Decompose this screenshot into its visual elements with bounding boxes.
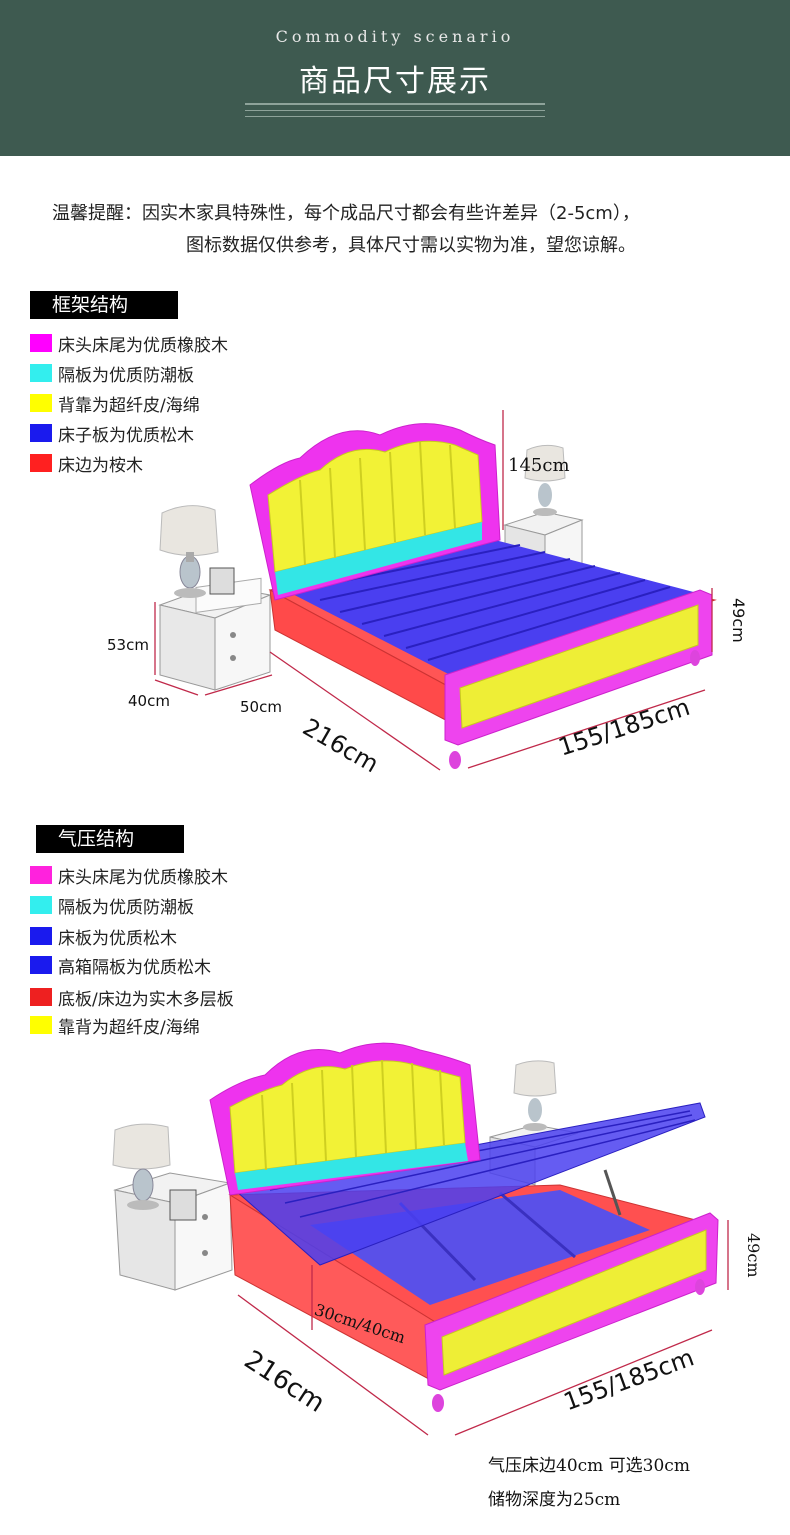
header-title: 商品尺寸展示 (299, 64, 491, 99)
gas-lift-bed-illustration (112, 1042, 729, 1436)
legend-item: 床边为桉木 (30, 452, 143, 476)
headboard-panel (275, 522, 482, 595)
lamp-right (524, 444, 566, 516)
section-title-gas: 气压结构 (36, 825, 184, 853)
notice-line-1: 温馨提醒：因实木家具特殊性，每个成品尺寸都会有些许差异（2-5cm）， (52, 203, 640, 224)
headboard-cushion (267, 440, 483, 573)
color-swatch (30, 364, 52, 382)
dim-height: 145cm (508, 455, 570, 476)
legend-item: 床头床尾为优质橡胶木 (30, 864, 228, 888)
color-swatch (30, 424, 52, 442)
color-swatch (30, 1016, 52, 1034)
legend-label: 高箱隔板为优质松木 (58, 957, 211, 978)
legend-label: 隔板为优质防潮板 (58, 365, 194, 386)
lamp-left (159, 505, 235, 598)
legend-item: 床头床尾为优质橡胶木 (30, 332, 228, 356)
legend-item: 背靠为超纤皮/海绵 (30, 392, 200, 416)
dimension-lines (154, 410, 713, 771)
color-swatch (30, 454, 52, 472)
legend-item: 隔板为优质防潮板 (30, 362, 194, 386)
color-swatch (30, 927, 52, 945)
color-swatch (30, 334, 52, 352)
color-swatch (30, 896, 52, 914)
note-storage-depth: 储物深度为25cm (488, 1490, 621, 1510)
legend-item: 高箱隔板为优质松木 (30, 954, 211, 978)
lamp-left (112, 1123, 197, 1221)
headboard-cushion (229, 1060, 466, 1174)
legend-label: 靠背为超纤皮/海绵 (58, 1017, 200, 1038)
legend-label: 背靠为超纤皮/海绵 (58, 395, 200, 416)
header-divider (245, 116, 545, 117)
gas-strut (603, 1169, 622, 1216)
headboard-panel (235, 1143, 468, 1190)
legend-item: 靠背为超纤皮/海绵 (30, 1014, 200, 1038)
dim-footboard-height: 49cm (729, 598, 748, 643)
legend-label: 床头床尾为优质橡胶木 (58, 867, 228, 888)
legend-label: 床板为优质松木 (58, 928, 177, 949)
header-divider (245, 110, 545, 111)
color-swatch (30, 394, 52, 412)
legend-label: 底板/床边为实木多层板 (58, 989, 234, 1010)
dim-nightstand-width: 50cm (240, 698, 282, 716)
color-swatch (30, 988, 52, 1006)
header-subtitle: Commodity scenario (275, 27, 515, 46)
legend-label: 床子板为优质松木 (58, 425, 194, 446)
color-swatch (30, 866, 52, 884)
legend-label: 床头床尾为优质橡胶木 (58, 335, 228, 356)
lamp-right (513, 1060, 557, 1131)
dim-footboard-height: 49cm (744, 1233, 763, 1278)
section-title-frame: 框架结构 (30, 291, 178, 319)
lifted-bed-board (233, 1102, 706, 1266)
footboard-cushion (441, 1229, 707, 1376)
bed-slats (275, 540, 705, 680)
legend-label: 床边为桉木 (58, 455, 143, 476)
note-gas-rail: 气压床边40cm 可选30cm (488, 1456, 690, 1476)
dim-nightstand-height: 53cm (107, 636, 149, 654)
legend-item: 隔板为优质防潮板 (30, 894, 194, 918)
legend-label: 隔板为优质防潮板 (58, 897, 194, 918)
color-swatch (30, 956, 52, 974)
legend-item: 床板为优质松木 (30, 925, 177, 949)
header-divider (245, 103, 545, 105)
header-banner: Commodity scenario 商品尺寸展示 (0, 0, 790, 156)
dim-nightstand-depth: 40cm (128, 692, 170, 710)
legend-item: 底板/床边为实木多层板 (30, 986, 234, 1010)
dimension-lines (237, 1220, 729, 1436)
bed-frame-illustration (154, 410, 717, 771)
legend-item: 床子板为优质松木 (30, 422, 194, 446)
footboard-cushion (459, 604, 699, 729)
notice-line-2: 图标数据仅供参考，具体尺寸需以实物为准，望您谅解。 (186, 235, 636, 256)
